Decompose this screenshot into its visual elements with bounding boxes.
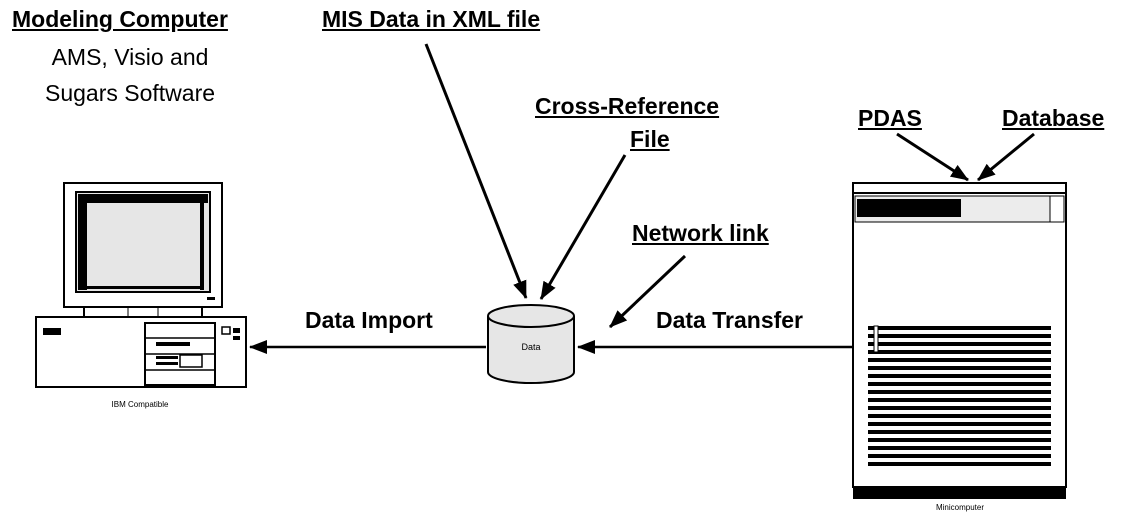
pdas-label: PDAS: [858, 105, 922, 131]
arrow-mis-to-data: [424, 43, 528, 299]
data-transfer-label: Data Transfer: [656, 307, 804, 333]
cross-reference-label-2: File: [630, 126, 670, 152]
vent-grille: [868, 326, 1051, 466]
data-import-label: Data Import: [305, 307, 433, 333]
ibm-compatible-label: IBM Compatible: [111, 400, 169, 409]
data-store-label: Data: [521, 342, 541, 352]
arrow-pdas: [896, 132, 969, 182]
software-line-1: AMS, Visio and: [51, 44, 209, 70]
mis-data-label: MIS Data in XML file: [322, 6, 541, 32]
arrow-crossref-to-data: [539, 154, 627, 300]
database-label: Database: [1002, 105, 1105, 131]
minicomputer-label: Minicomputer: [935, 503, 984, 512]
network-link-label: Network link: [632, 220, 769, 246]
minicomputer-icon: [852, 182, 1067, 499]
arrow-database: [977, 132, 1035, 182]
cross-reference-label-1: Cross-Reference: [535, 93, 720, 119]
software-line-2: Sugars Software: [44, 80, 216, 106]
modeling-computer-title: Modeling Computer: [12, 6, 228, 32]
arrows: [249, 43, 1035, 354]
arrow-network-link: [608, 254, 687, 329]
database-cylinder-icon: [487, 304, 575, 384]
pc-icon: [35, 182, 247, 388]
